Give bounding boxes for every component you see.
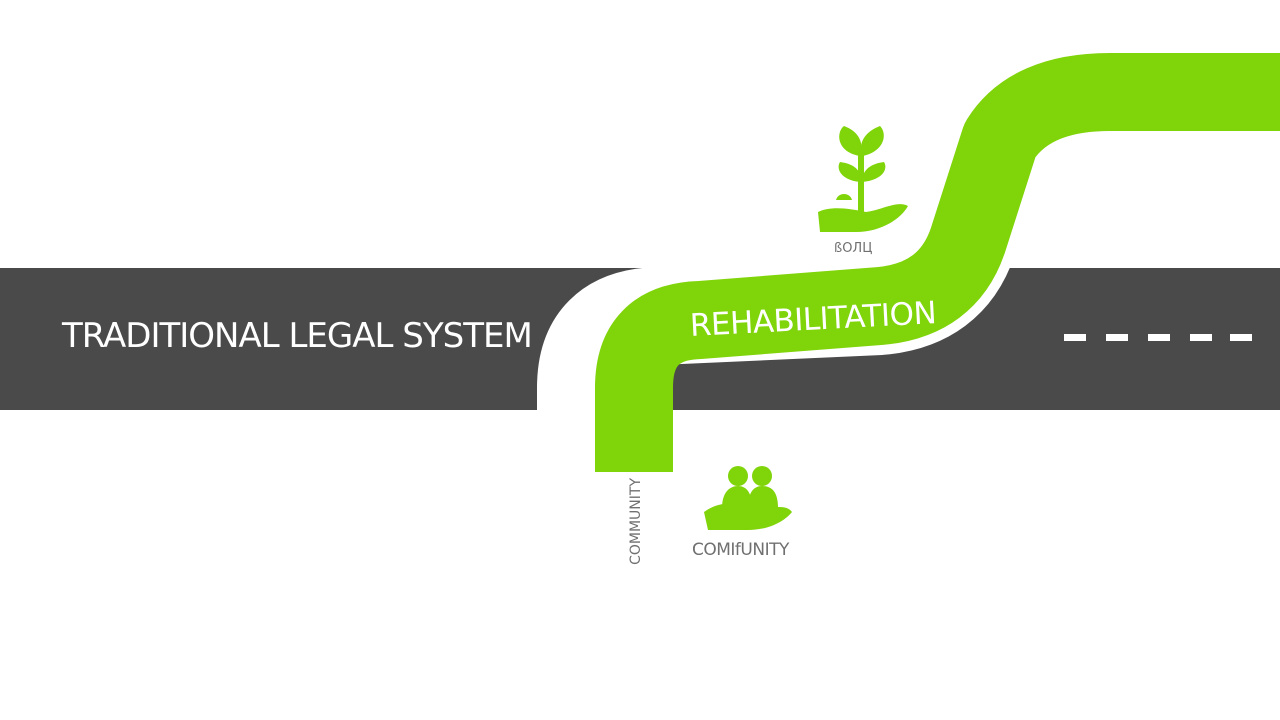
rehabilitation-path: [595, 53, 1280, 472]
plant-in-hand-icon: [818, 126, 908, 232]
people-in-hand-icon: [704, 466, 792, 530]
lane-dash: [1106, 334, 1128, 341]
lane-dashes: [1064, 334, 1252, 341]
lane-dash: [1064, 334, 1086, 341]
community-caption: COMIfUNITY: [692, 540, 789, 560]
lane-dash: [1190, 334, 1212, 341]
vertical-community-label: COMMUNITY: [628, 478, 644, 565]
growth-caption: ßОЛЦ: [834, 241, 873, 256]
lane-dash: [1230, 334, 1252, 341]
lane-dash: [1148, 334, 1170, 341]
road-label: TRADITIONAL LEGAL SYSTEM: [62, 316, 533, 356]
